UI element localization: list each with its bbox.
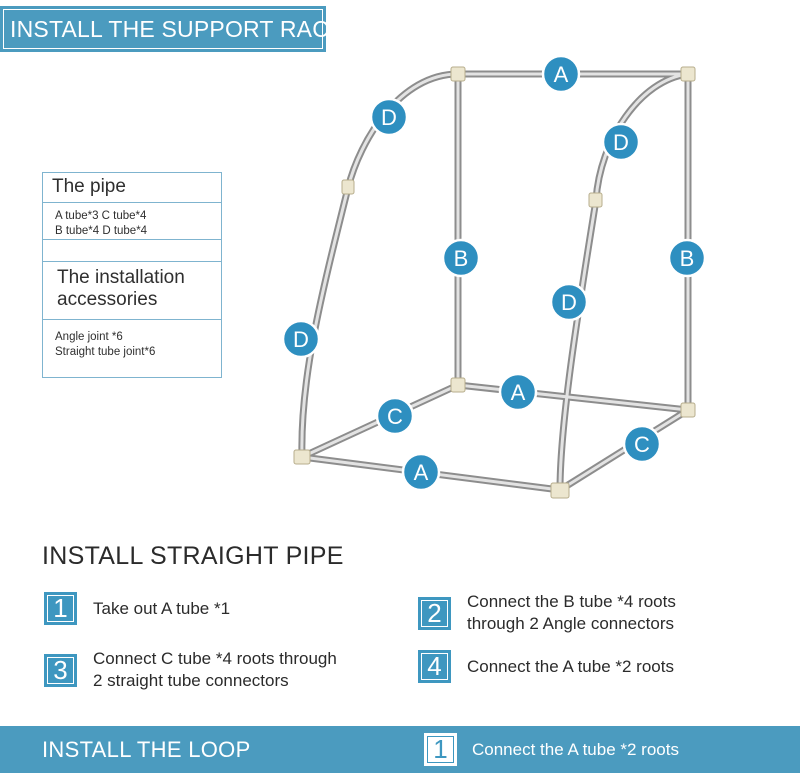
loop-step-text: Connect the A tube *2 roots	[472, 740, 679, 759]
straight-pipe-heading: INSTALL STRAIGHT PIPE	[42, 542, 344, 570]
tube-label-right-lower-d: D	[549, 282, 589, 322]
angle-joint	[450, 66, 466, 82]
straight-pipe-step-4: 4 Connect the A tube *2 roots	[418, 650, 674, 683]
tube-label-left-lower-d: D	[281, 319, 321, 359]
svg-text:B: B	[454, 246, 469, 271]
svg-text:D: D	[613, 130, 629, 155]
pipe-list-line-2: B tube*4 D tube*4	[55, 225, 148, 237]
tube-label-left-c: C	[375, 396, 415, 436]
angle-joint	[450, 377, 466, 393]
step-text: Connect the B tube *4 roots through 2 An…	[467, 592, 676, 633]
straight-joint	[588, 192, 603, 208]
page-title: INSTALL THE SUPPORT RACK	[3, 9, 344, 49]
accessories-list: Angle joint *6 Straight tube joint*6	[43, 330, 221, 360]
tube-label-top-a: A	[541, 54, 581, 94]
step-text: Connect C tube *4 roots through 2 straig…	[93, 649, 337, 690]
step-number-badge: 3	[44, 653, 77, 687]
step-number-badge: 4	[418, 650, 451, 683]
accessories-title-line-1: The installation	[57, 267, 185, 288]
svg-text:D: D	[293, 327, 309, 352]
tube-label-right-c: C	[622, 424, 662, 464]
tube-label-left-b: B	[441, 238, 481, 278]
pipe-list-row: A tube*3 C tube*4 B tube*4 D tube*4	[43, 202, 221, 240]
pipe-title: The pipe	[52, 176, 126, 197]
install-loop-banner: INSTALL THE LOOP 1 Connect the A tube *2…	[0, 726, 800, 773]
parts-list-box: The pipe A tube*3 C tube*4 B tube*4 D tu…	[42, 172, 222, 378]
svg-text:B: B	[680, 246, 695, 271]
accessories-title-line-2: accessories	[57, 289, 158, 310]
svg-text:C: C	[387, 404, 403, 429]
tube-label-left-upper-d: D	[369, 97, 409, 137]
tube-label-front-a: A	[401, 452, 441, 492]
svg-text:A: A	[414, 460, 429, 485]
loop-step-number-badge: 1	[424, 733, 457, 766]
support-rack-diagram: A D D B B D D A	[281, 54, 707, 499]
accessories-line-2: Straight tube joint*6	[55, 346, 156, 358]
header-banner: INSTALL THE SUPPORT RACK	[0, 6, 344, 52]
svg-text:D: D	[381, 105, 397, 130]
straight-pipe-step-2: 2 Connect the B tube *4 roots through 2 …	[418, 591, 676, 635]
svg-text:C: C	[634, 432, 650, 457]
pipe-title-row: The pipe	[43, 173, 221, 203]
angle-joint	[550, 482, 570, 499]
svg-text:D: D	[561, 290, 577, 315]
straight-pipe-step-1: 1 Take out A tube *1	[44, 592, 230, 625]
tube-label-right-b: B	[667, 238, 707, 278]
straight-pipe-step-3: 3 Connect C tube *4 roots through 2 stra…	[44, 648, 337, 692]
step-number-badge: 2	[418, 596, 451, 630]
angle-joint	[680, 402, 696, 418]
install-loop-heading: INSTALL THE LOOP	[42, 737, 251, 762]
pipe-list-line-1: A tube*3 C tube*4	[55, 210, 147, 222]
angle-joint	[680, 66, 696, 82]
tube-label-right-upper-d: D	[601, 122, 641, 162]
step-text: Connect the A tube *2 roots	[467, 656, 674, 676]
accessories-line-1: Angle joint *6	[55, 331, 123, 343]
svg-text:A: A	[511, 380, 526, 405]
tube-label-back-a: A	[498, 372, 538, 412]
angle-joint	[293, 449, 311, 465]
step-number-badge: 1	[44, 592, 77, 625]
straight-joint	[341, 179, 355, 195]
accessories-title-row: The installation accessories	[43, 261, 221, 320]
svg-text:A: A	[554, 62, 569, 87]
step-text: Take out A tube *1	[93, 598, 231, 618]
